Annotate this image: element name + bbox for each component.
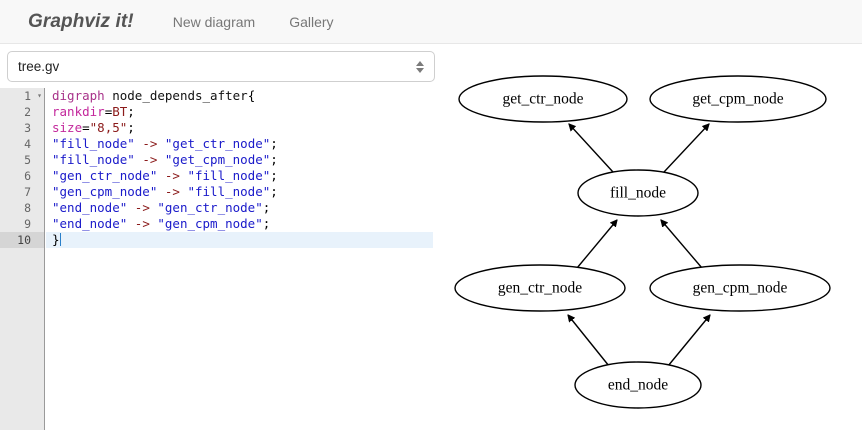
graph-node-fill-node[interactable]: fill_node [577,169,699,217]
gutter-line-2[interactable]: 2 [24,105,31,119]
code-line-8[interactable]: "end_node" -> "gen_ctr_node"; [46,200,436,216]
token-edge-arrow: -> [157,168,188,183]
code-line-7[interactable]: "gen_cpm_node" -> "fill_node"; [46,184,436,200]
gutter-line-1-number: 1 [24,89,31,103]
edge-fill-node-to-get-cpm-node [663,124,709,173]
graph-node-get-ctr-node[interactable]: get_ctr_node [458,75,628,123]
gutter-line-1[interactable]: 1 ▾ [0,88,44,104]
token-attr-rankdir: rankdir [52,104,105,119]
token-equals: = [104,104,113,119]
code-line-3[interactable]: size="8,5"; [46,120,436,136]
token-equals: = [82,120,90,135]
token-edge-target: "get_cpm_node" [164,152,271,167]
graph-node-get-cpm-node[interactable]: get_cpm_node [649,75,827,123]
gutter-line-4[interactable]: 4 [24,137,31,151]
text-cursor [59,233,61,246]
updown-spinner-icon[interactable] [416,60,424,73]
token-edge-target: "get_ctr_node" [164,136,271,151]
graph-node-gen-cpm-node[interactable]: gen_cpm_node [649,264,831,312]
token-edge-arrow: -> [134,136,165,151]
node-label: get_cpm_node [692,91,783,108]
code-text-area[interactable]: digraph node_depends_after{ rankdir=BT; … [46,88,436,430]
token-semicolon: ; [270,152,278,167]
token-semicolon: ; [270,184,278,199]
node-label: gen_ctr_node [498,280,582,297]
token-edge-source: "end_node" [52,216,128,231]
token-edge-target: "fill_node" [187,184,271,199]
graph-node-end-node[interactable]: end_node [574,361,702,409]
token-close-brace: } [52,232,60,247]
file-select[interactable]: tree.gv [7,51,435,82]
node-ellipse [649,75,827,123]
edge-fill-node-to-get-ctr-node [569,124,614,173]
code-line-1[interactable]: digraph node_depends_after{ [46,88,436,104]
code-line-4[interactable]: "fill_node" -> "get_ctr_node"; [46,136,436,152]
gutter-line-7[interactable]: 7 [24,185,31,199]
token-semicolon: ; [270,168,278,183]
edge-gen-ctr-node-to-fill-node [576,220,617,269]
nav-new-diagram[interactable]: New diagram [172,13,256,30]
code-editor[interactable]: 1 ▾ 2 3 4 5 6 7 8 9 10 digraph node_depe… [0,88,436,430]
token-graph-id: node_depends_after [112,88,248,103]
token-edge-arrow: -> [134,152,165,167]
token-edge-arrow: -> [157,184,188,199]
token-edge-source: "fill_node" [52,136,135,151]
token-edge-target: "gen_ctr_node" [157,200,263,215]
token-edge-arrow: -> [127,200,158,215]
token-edge-source: "gen_ctr_node" [52,168,158,183]
gutter-line-10[interactable]: 10 [0,232,44,248]
gutter-line-9[interactable]: 9 [24,217,31,231]
code-line-10[interactable]: } [46,232,433,248]
gutter-line-8[interactable]: 8 [24,201,31,215]
top-navbar: Graphviz it! New diagram Gallery [0,0,862,44]
token-semicolon: ; [127,120,135,135]
token-keyword-digraph: digraph [52,88,105,103]
token-semicolon: ; [270,136,278,151]
token-open-brace: { [247,88,256,103]
token-value-bt: BT [112,104,128,119]
token-edge-target: "fill_node" [187,168,271,183]
edge-end-node-to-gen-ctr-node [568,315,610,367]
node-label: get_ctr_node [503,91,584,108]
token-edge-source: "end_node" [52,200,128,215]
token-edge-target: "gen_cpm_node" [157,216,263,231]
fold-triangle-icon[interactable]: ▾ [37,91,42,100]
node-ellipse [458,75,628,123]
file-select-value: tree.gv [18,59,60,74]
graph-node-gen-ctr-node[interactable]: gen_ctr_node [454,264,626,312]
node-ellipse [649,264,831,312]
token-edge-source: "fill_node" [52,152,135,167]
code-line-6[interactable]: "gen_ctr_node" -> "fill_node"; [46,168,436,184]
token-semicolon: ; [262,200,271,215]
graph-preview-panel[interactable]: get_ctr_node get_cpm_node fill_node gen_… [437,44,862,430]
node-label: end_node [608,377,668,394]
token-semicolon: ; [262,216,271,231]
brand-logo[interactable]: Graphviz it! [28,10,134,32]
code-line-2[interactable]: rankdir=BT; [46,104,436,120]
node-label: fill_node [610,185,666,202]
gutter-line-3[interactable]: 3 [24,121,31,135]
node-ellipse [574,361,702,409]
token-semicolon: ; [127,104,135,119]
node-ellipse [577,169,699,217]
line-number-gutter: 1 ▾ 2 3 4 5 6 7 8 9 10 [0,88,45,430]
nav-gallery[interactable]: Gallery [289,13,334,30]
edge-end-node-to-gen-cpm-node [667,315,710,367]
edge-gen-cpm-node-to-fill-node [661,220,703,269]
token-attr-size: size [52,120,83,135]
node-label: gen_cpm_node [693,280,788,297]
graph-svg: get_ctr_node get_cpm_node fill_node gen_… [454,75,831,409]
token-edge-arrow: -> [127,216,158,231]
code-line-5[interactable]: "fill_node" -> "get_cpm_node"; [46,152,436,168]
code-line-9[interactable]: "end_node" -> "gen_cpm_node"; [46,216,436,232]
token-value-size: "8,5" [89,120,128,135]
node-ellipse [454,264,626,312]
nav-links: New diagram Gallery [173,14,368,30]
token-edge-source: "gen_cpm_node" [52,184,158,199]
gutter-line-6[interactable]: 6 [24,169,31,183]
gutter-line-5[interactable]: 5 [24,153,31,167]
